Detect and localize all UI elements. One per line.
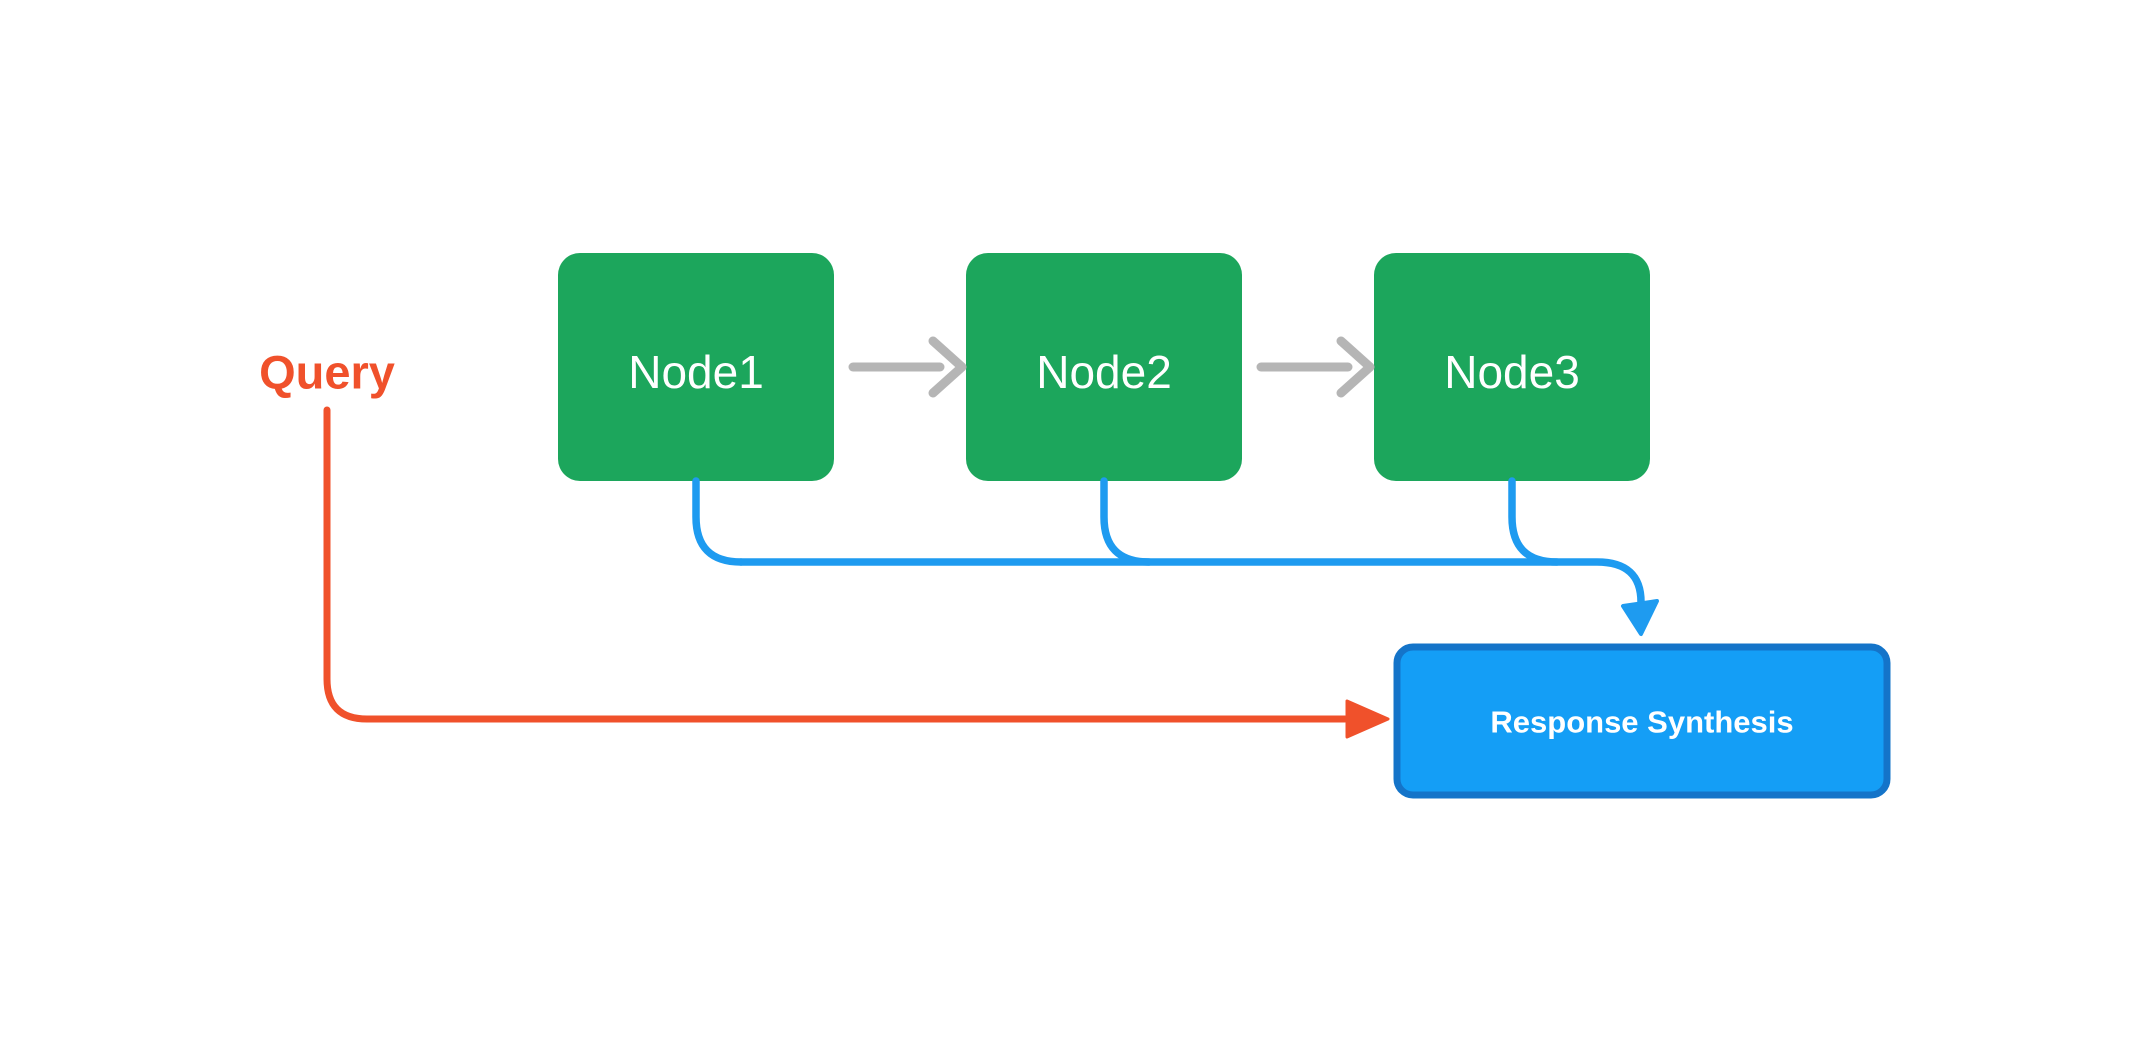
edge-node1-to-synthesis <box>692 477 745 566</box>
arrowhead-right-icon <box>1336 336 1375 398</box>
response-synthesis: Response Synthesis <box>1393 643 1891 799</box>
arrowhead-right-icon <box>1345 699 1390 739</box>
node3-label: Node3 <box>1444 346 1580 398</box>
arrowhead-down-icon <box>1621 599 1659 636</box>
pipeline-nodes: Node1 Node2 Node3 <box>558 253 1650 481</box>
node2-label: Node2 <box>1036 346 1172 398</box>
collector-trunk-line <box>737 558 1645 606</box>
edge-query-to-synthesis <box>323 406 1349 723</box>
edge-node2-to-synthesis <box>1100 477 1153 566</box>
collector-edges <box>692 477 1659 636</box>
node2-box <box>966 253 1242 481</box>
query-label: Query <box>259 346 395 399</box>
query-edge: Query <box>259 346 1390 739</box>
node1-label: Node1 <box>628 346 764 398</box>
arrowhead-right-icon <box>928 336 967 398</box>
response-synthesis-box <box>1393 643 1891 799</box>
node3-box <box>1374 253 1650 481</box>
node1-box <box>558 253 834 481</box>
sequence-arrows <box>848 336 1375 398</box>
edge-node3-to-synthesis <box>1508 477 1561 566</box>
response-synthesis-label: Response Synthesis <box>1490 705 1793 740</box>
